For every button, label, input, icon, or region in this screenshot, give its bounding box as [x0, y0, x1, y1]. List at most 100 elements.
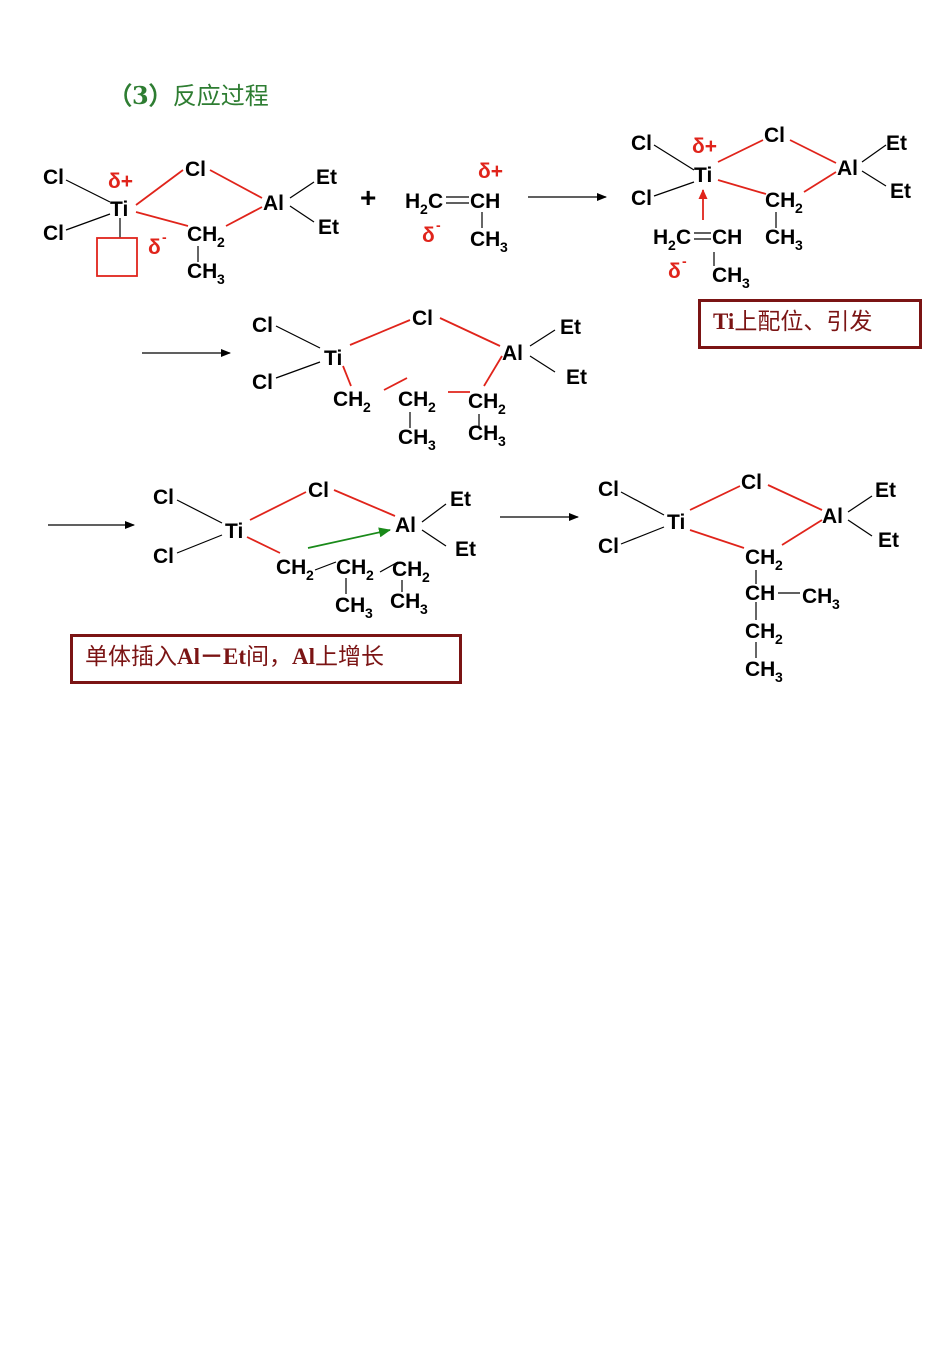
group-ch: CH — [468, 390, 498, 413]
charge-sign-minus: - — [436, 217, 441, 233]
bond-ti-cl-upper — [620, 491, 665, 516]
group-ch: CH — [398, 426, 428, 449]
structure-3-transition-state: Cl Cl Ti Cl Al Et Et CH 2 CH 2 CH 2 CH 3… — [252, 307, 587, 453]
bond-ti-cl-bridge — [135, 169, 184, 206]
section-heading: （3）反应过程 — [108, 76, 269, 111]
annotation-text: 上配位、引发 — [734, 309, 873, 335]
atom-ti: Ti — [694, 164, 712, 187]
atom-h: H — [653, 226, 668, 249]
group-ch: CH — [470, 228, 500, 251]
bond-ti-cl-lower — [620, 526, 665, 545]
group-ch: CH — [335, 594, 365, 617]
group-et: Et — [886, 132, 907, 155]
group-et: Et — [455, 538, 476, 561]
atom-ti: Ti — [324, 347, 342, 370]
subscript: 2 — [363, 399, 371, 415]
atom-cl: Cl — [153, 545, 174, 568]
bond-ch2-ch — [314, 561, 337, 571]
group-ch: CH — [336, 556, 366, 579]
subscript: 2 — [428, 399, 436, 415]
subscript: 2 — [217, 234, 225, 250]
bond-ti-ch2 — [342, 365, 352, 387]
charge-sign-minus: - — [162, 229, 167, 245]
propylene-monomer: δ+ H 2 C CH CH 3 δ - — [405, 160, 508, 255]
group-ch: CH — [745, 546, 775, 569]
group-ch: CH — [390, 590, 420, 613]
partial-charge-negative: δ — [422, 224, 435, 247]
annotation-al-et: Al－Et — [177, 644, 246, 669]
group-ch: CH — [745, 658, 775, 681]
bond-ti-ch2 — [717, 179, 767, 195]
bond-ti-cl-bridge — [717, 139, 764, 163]
atom-cl-bridge: Cl — [764, 124, 785, 147]
bond-al-et-upper — [289, 181, 315, 199]
atom-cl-bridge: Cl — [308, 479, 329, 502]
subscript: 3 — [420, 601, 428, 617]
annotation-box-coordination: Ti上配位、引发 — [698, 299, 922, 349]
subscript: 2 — [795, 200, 803, 216]
atom-cl: Cl — [631, 187, 652, 210]
group-ch: CH — [187, 223, 217, 246]
vacant-site-square — [96, 237, 138, 277]
structure-5-chain-growth: Cl Cl Ti Cl Al Et Et CH 2 CH CH 3 CH 2 C… — [598, 471, 899, 685]
section-title: 反应过程 — [172, 82, 269, 110]
group-et: Et — [875, 479, 896, 502]
bond-ch-ch2 — [379, 561, 399, 573]
subscript: 2 — [422, 569, 430, 585]
partial-charge-positive: δ+ — [692, 135, 717, 158]
atom-al: Al — [822, 505, 843, 528]
bond-ti-cl-upper — [65, 179, 111, 203]
bond-al-et-lower — [289, 205, 315, 223]
bond-ti-cl-upper — [176, 499, 223, 524]
atom-ti: Ti — [667, 511, 685, 534]
subscript: 3 — [795, 237, 803, 253]
subscript: 3 — [365, 605, 373, 621]
subscript: 3 — [775, 669, 783, 685]
annotation-box-insertion: 单体插入Al－Et间，Al上增长 — [70, 634, 462, 684]
group-et: Et — [316, 166, 337, 189]
subscript: 3 — [832, 596, 840, 612]
atom-al: Al — [395, 514, 416, 537]
atom-c: C — [428, 190, 443, 213]
group-ch: CH — [712, 226, 742, 249]
atom-c: C — [676, 226, 691, 249]
bond-al-et-upper — [847, 495, 873, 513]
group-ch: CH — [765, 226, 795, 249]
atom-cl: Cl — [252, 371, 273, 394]
bond-ch2-al — [225, 206, 263, 227]
group-ch: CH — [712, 264, 742, 287]
bond-ti-cl-bridge — [249, 491, 307, 521]
bond-cl-al-bridge — [209, 169, 263, 199]
bond-ti-cl-lower — [275, 361, 321, 379]
bond-al-et-upper — [421, 503, 447, 523]
atom-cl: Cl — [43, 222, 64, 245]
subscript: 2 — [366, 567, 374, 583]
group-et: Et — [890, 180, 911, 203]
group-ch: CH — [398, 388, 428, 411]
atom-cl: Cl — [43, 166, 64, 189]
bond-al-et-lower — [529, 355, 556, 373]
group-ch: CH — [470, 190, 500, 213]
subscript: 2 — [668, 237, 676, 253]
subscript: 3 — [428, 437, 436, 453]
subscript: 3 — [742, 275, 750, 291]
atom-cl-bridge: Cl — [412, 307, 433, 330]
bond-ti-cl-upper — [653, 144, 695, 171]
annotation-text: 间， — [246, 644, 292, 670]
partial-charge-negative: δ — [148, 236, 161, 259]
subscript: 2 — [775, 557, 783, 573]
structure-2-coordinated-complex: Cl Cl Ti δ+ Cl Al Et Et CH 2 CH 3 H 2 C … — [631, 124, 911, 291]
section-number: （3） — [108, 81, 173, 110]
subscript: 3 — [500, 239, 508, 255]
bond-al-et-lower — [847, 519, 873, 537]
bond-ti-cl-lower — [176, 534, 223, 554]
annotation-ti: Ti — [713, 309, 735, 334]
bond-ti-cl-bridge — [349, 319, 411, 346]
annotation-text: 上增长 — [315, 644, 384, 670]
atom-cl-bridge: Cl — [185, 158, 206, 181]
atom-cl: Cl — [631, 132, 652, 155]
plus-sign: + — [360, 182, 376, 213]
atom-cl-bridge: Cl — [741, 471, 762, 494]
